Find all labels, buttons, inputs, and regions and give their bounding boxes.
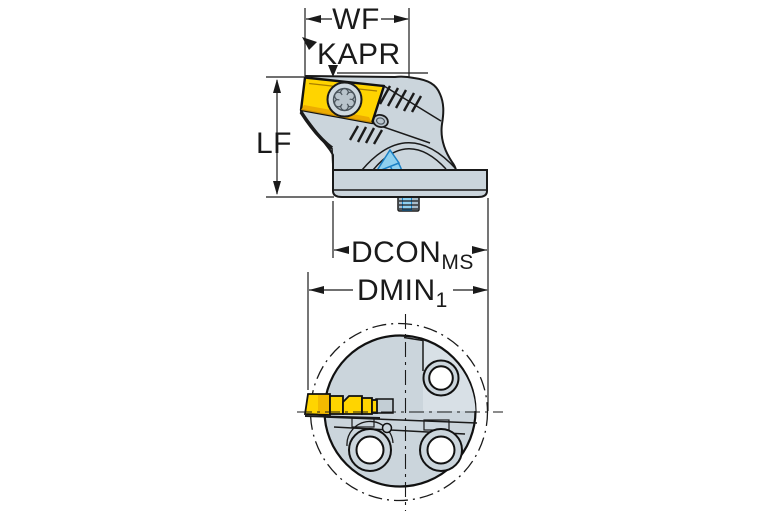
dome-arch-inner xyxy=(372,148,447,171)
bolt-hole-bottom-right xyxy=(419,428,463,472)
dimension-dcon: DCONMS xyxy=(332,198,489,411)
dimension-kapr: KAPR xyxy=(302,37,428,77)
insert-shelf-line xyxy=(304,415,381,419)
torx-screw xyxy=(326,81,363,118)
wf-arrow-left xyxy=(306,15,321,23)
coolant-arrowhead xyxy=(374,148,401,174)
insert-shade-block xyxy=(318,395,329,414)
dcon-label: DCONMS xyxy=(351,236,474,274)
kapr-down-arrow xyxy=(328,65,338,77)
end-view: DMIN1 xyxy=(297,272,503,511)
dmin-arrow-right xyxy=(473,286,488,294)
pocket-edge-shadow xyxy=(299,111,334,150)
kapr-label: KAPR xyxy=(317,38,401,71)
side-view: WF KAPR LF DCONMS xyxy=(256,3,489,411)
torx-star xyxy=(334,88,356,111)
insert-block xyxy=(342,395,363,415)
flange-outline xyxy=(332,169,488,198)
dmin-label: DMIN1 xyxy=(357,274,448,312)
lf-label: LF xyxy=(256,127,292,160)
hatch-lower xyxy=(348,125,384,145)
dmin-arrow-left xyxy=(309,286,324,294)
insert-block xyxy=(371,399,378,414)
dome-arch-outer xyxy=(361,142,457,171)
body-step-horizontal xyxy=(403,336,424,342)
dcon-arrow-left xyxy=(334,246,349,254)
pocket-edge-vertical xyxy=(331,147,334,171)
dcon-arrow-right xyxy=(472,246,487,254)
mounting-screw xyxy=(397,195,420,212)
kapr-angle-arrow xyxy=(302,37,317,50)
dimension-lf: LF xyxy=(256,76,334,198)
insert-block xyxy=(329,395,344,415)
hatch-upper xyxy=(378,85,423,113)
wf-arrow-right xyxy=(394,15,409,23)
hole-boss-arc xyxy=(346,420,394,447)
lf-arrow-bottom xyxy=(273,181,281,195)
dimension-wf: WF xyxy=(306,3,409,36)
lf-arrow-top xyxy=(273,79,281,93)
cutting-insert-end xyxy=(303,393,394,419)
bolt-hole-bottom-left xyxy=(346,420,394,472)
dimension-dmin: DMIN1 xyxy=(307,272,488,390)
wf-label: WF xyxy=(332,3,380,36)
cutting-insert-side xyxy=(299,76,386,125)
pin-hole xyxy=(381,422,393,434)
bolt-hole-top xyxy=(422,359,460,397)
screw-coolant-core xyxy=(402,196,412,211)
insert-gray-block xyxy=(375,398,394,414)
pocket-seat-line-top xyxy=(383,85,442,122)
flange xyxy=(332,169,488,198)
